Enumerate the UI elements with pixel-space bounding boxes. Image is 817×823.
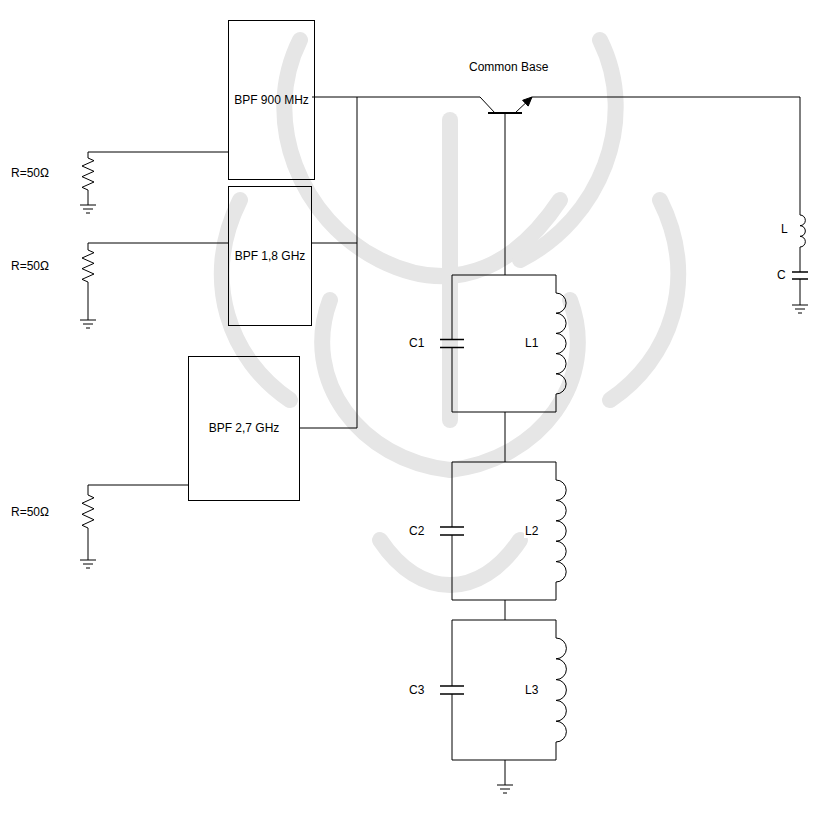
watermark-logo bbox=[222, 40, 678, 585]
inductor-label: L1 bbox=[524, 336, 539, 350]
capacitor-plate bbox=[440, 693, 464, 695]
watermark-stroke bbox=[610, 200, 678, 400]
ground-line bbox=[795, 309, 805, 310]
transistor-collector bbox=[480, 97, 495, 113]
capacitor-label: C3 bbox=[408, 683, 425, 697]
filter-label: BPF 1,8 GHz bbox=[235, 249, 306, 264]
transistor-label: Common Base bbox=[468, 60, 549, 74]
inductor-symbol bbox=[556, 638, 566, 742]
wire bbox=[505, 760, 506, 785]
ground-line bbox=[86, 328, 90, 329]
ground-line bbox=[798, 313, 802, 314]
ground-line bbox=[83, 324, 93, 325]
wire bbox=[88, 485, 188, 495]
resistor-label: R=50Ω bbox=[10, 505, 50, 519]
wire bbox=[452, 348, 556, 413]
watermark-stroke bbox=[442, 120, 458, 420]
ground-symbol bbox=[80, 205, 96, 213]
wire bbox=[800, 279, 801, 305]
ground-line bbox=[86, 568, 90, 569]
capacitor-plate bbox=[440, 339, 464, 341]
capacitor-label: C1 bbox=[408, 336, 425, 350]
wire bbox=[505, 600, 506, 620]
wire bbox=[452, 275, 556, 340]
inductor-symbol bbox=[556, 293, 566, 394]
wire bbox=[312, 243, 357, 244]
transistor-emitter bbox=[515, 97, 532, 113]
wire bbox=[88, 528, 89, 560]
ground-symbol bbox=[80, 560, 96, 568]
wire bbox=[452, 620, 556, 686]
ground-symbol bbox=[792, 305, 808, 313]
filter-box: BPF 1,8 GHz bbox=[228, 186, 312, 326]
ground-line bbox=[497, 785, 513, 786]
filter-label: BPF 900 MHz bbox=[234, 93, 309, 108]
capacitor-label: C2 bbox=[408, 524, 425, 538]
filter-label: BPF 2,7 GHz bbox=[209, 421, 280, 436]
resistor-symbol bbox=[82, 250, 94, 282]
wire bbox=[452, 535, 556, 600]
inductor-symbol bbox=[800, 215, 805, 247]
filter-box: BPF 900 MHz bbox=[228, 20, 315, 180]
ground-line bbox=[500, 789, 510, 790]
wire bbox=[88, 152, 228, 158]
wire bbox=[357, 97, 480, 98]
resistor-symbol bbox=[82, 495, 94, 528]
ground-line bbox=[80, 320, 96, 321]
wire bbox=[532, 97, 800, 215]
capacitor-plate bbox=[440, 534, 464, 536]
wire bbox=[312, 97, 357, 98]
ground-symbol bbox=[80, 320, 96, 328]
ground-line bbox=[86, 213, 90, 214]
inductor-label: L3 bbox=[524, 683, 539, 697]
filter-box: BPF 2,7 GHz bbox=[188, 356, 300, 501]
capacitor-plate bbox=[792, 271, 808, 273]
watermark-stroke bbox=[284, 40, 560, 276]
wire bbox=[505, 113, 506, 275]
watermark-stroke bbox=[222, 200, 290, 400]
wire bbox=[800, 247, 801, 272]
ground-symbol bbox=[497, 785, 513, 793]
wire bbox=[88, 243, 228, 250]
inductor-symbol bbox=[556, 480, 566, 582]
capacitor-label: C bbox=[776, 268, 787, 282]
inductor-label: L bbox=[780, 222, 789, 236]
wire bbox=[88, 282, 89, 320]
wire bbox=[300, 428, 357, 429]
ground-line bbox=[83, 209, 93, 210]
wire bbox=[357, 97, 358, 428]
emitter-arrow bbox=[523, 97, 532, 106]
wire bbox=[452, 462, 556, 527]
ground-line bbox=[792, 305, 808, 306]
resistor-label: R=50Ω bbox=[10, 166, 50, 180]
wire bbox=[505, 412, 506, 462]
wire bbox=[88, 190, 89, 205]
resistor-symbol bbox=[82, 158, 94, 190]
inductor-label: L2 bbox=[524, 524, 539, 538]
ground-line bbox=[83, 564, 93, 565]
ground-line bbox=[503, 793, 507, 794]
capacitor-plate bbox=[440, 347, 464, 349]
wire bbox=[452, 694, 556, 760]
capacitor-plate bbox=[440, 526, 464, 528]
resistor-label: R=50Ω bbox=[10, 259, 50, 273]
ground-line bbox=[80, 560, 96, 561]
capacitor-plate bbox=[440, 685, 464, 687]
ground-line bbox=[80, 205, 96, 206]
watermark-stroke bbox=[380, 540, 520, 585]
